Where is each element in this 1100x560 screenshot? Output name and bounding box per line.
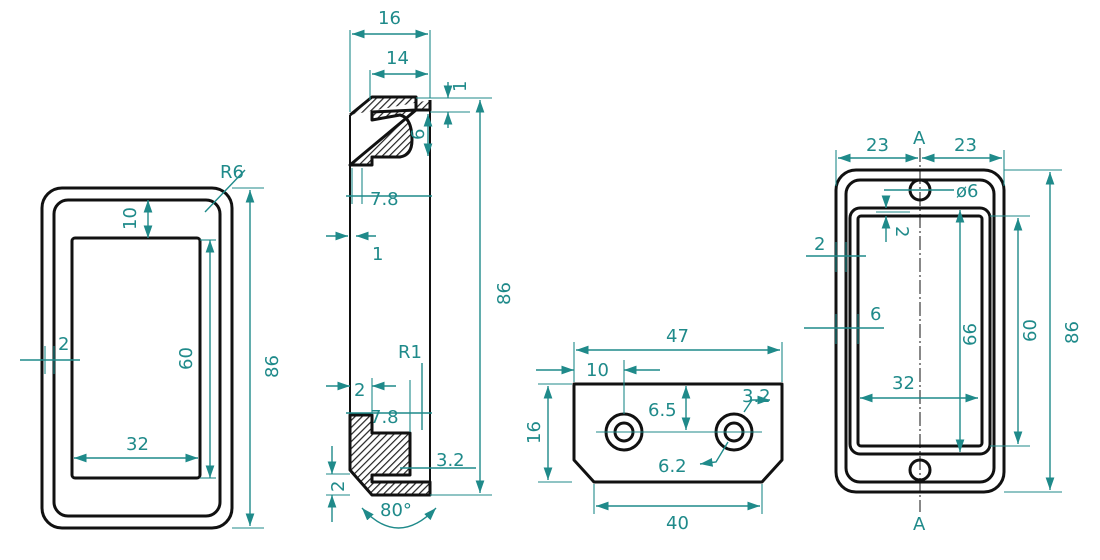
rear-pocket-height-label: 66 [960, 323, 981, 346]
front-window [70, 236, 202, 480]
front-window-height-label: 60 [176, 347, 197, 370]
front-window-width-label: 32 [126, 434, 149, 455]
section-height-label: 86 [494, 282, 515, 305]
rear-window-height-label: 60 [1020, 319, 1041, 342]
section-inner-width-label: 14 [386, 48, 409, 69]
front-wall-label: 2 [58, 334, 69, 355]
section-bottom-thk-label: 2 [328, 481, 349, 492]
front-radius-label: R6 [220, 162, 244, 183]
bottom-hole-dia-label: 6.2 [658, 456, 687, 477]
bottom-outline [572, 382, 784, 484]
section-lower-wall-label: 2 [354, 380, 365, 401]
angle-arc [361, 507, 437, 529]
section-step-left-label: 1 [372, 244, 383, 265]
rear-gap-label: 2 [891, 226, 912, 237]
front-overall-height-label: 86 [262, 355, 283, 378]
section-chamfer-label: 3.2 [436, 450, 465, 471]
section-angle-label: 80° [380, 500, 412, 521]
section-groove-label: 6 [408, 129, 429, 140]
bottom-height-label: 16 [524, 421, 545, 444]
rear-frame-label: 6 [870, 304, 881, 325]
front-outer-outline [40, 186, 234, 530]
bottom-width-label: 47 [666, 326, 689, 347]
hole-dia-leader [699, 441, 729, 467]
section-step-bottom-label: 7.8 [370, 407, 399, 428]
bottom-counterbore-label: 3.2 [742, 386, 771, 407]
front-view: R6 10 2 60 32 86 [20, 162, 283, 530]
bottom-base-width-label: 40 [666, 513, 689, 534]
radius-leader [204, 169, 246, 213]
rear-pocket-width-label: 32 [892, 373, 915, 394]
rear-section-label-bottom: A [913, 514, 926, 535]
front-border-top-label: 10 [120, 207, 141, 230]
rear-overall-height-label: 86 [1062, 321, 1083, 344]
counterbore-leader [743, 395, 770, 413]
rear-hole-dia-label: ø6 [956, 181, 978, 202]
section-bottom-profile [348, 413, 432, 497]
section-step-top-label: 7.8 [370, 189, 399, 210]
rear-section-label-top: A [913, 128, 926, 149]
rear-half-right-label: 23 [954, 135, 977, 156]
section-fillet-label: R1 [398, 342, 422, 363]
bottom-view: 47 10 16 6.5 3.2 6.2 40 [524, 326, 784, 534]
section-view: 16 14 1 6 7.8 1 86 R1 2 7.8 [326, 8, 515, 529]
section-width-label: 16 [378, 8, 401, 29]
section-lip-label: 1 [450, 81, 471, 92]
bottom-hole-offset-label: 10 [586, 360, 609, 381]
rear-half-left-label: 23 [866, 135, 889, 156]
rear-pocket-outer [848, 206, 992, 456]
rear-wall-label: 2 [814, 234, 825, 255]
rear-view: A A 23 23 ø6 2 2 6 32 66 60 86 [804, 128, 1083, 535]
bottom-hole-depth-label: 6.5 [648, 400, 677, 421]
section-top-profile [348, 95, 432, 167]
